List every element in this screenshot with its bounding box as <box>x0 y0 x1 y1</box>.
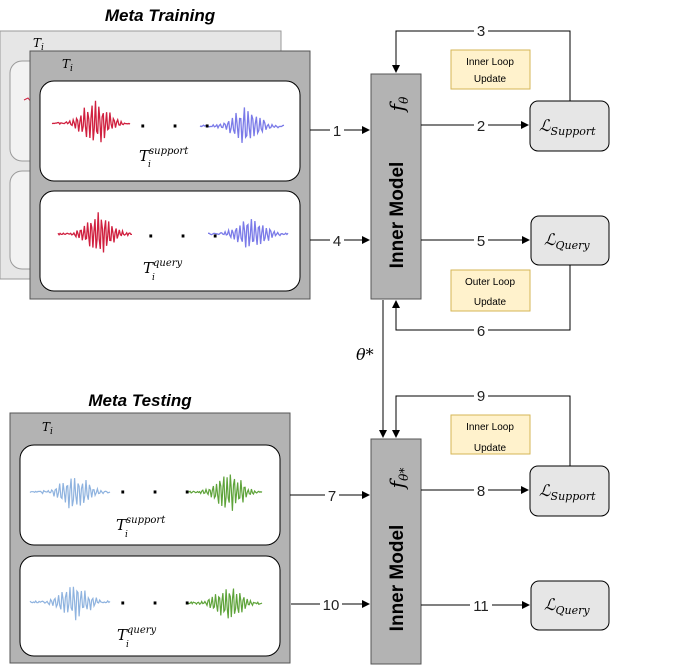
meta-testing-title: Meta Testing <box>88 391 192 410</box>
svg-text:ℒQuery: ℒQuery <box>544 595 590 617</box>
support-signal-wave <box>199 107 285 143</box>
step-10-label: 10 <box>323 597 340 614</box>
support-signal-wave <box>187 474 263 511</box>
step-3-label: 3 <box>477 23 485 40</box>
svg-text:ℒQuery: ℒQuery <box>544 230 590 252</box>
support-loss-training: ℒSupport <box>529 100 610 152</box>
step-4-label: 4 <box>333 233 341 250</box>
step-9-label: 9 <box>477 388 485 405</box>
support-set-subscript: i <box>148 160 151 170</box>
support-loss-testing: ℒSupport <box>529 465 610 517</box>
step-1-label: 1 <box>333 123 341 140</box>
testing-query-set: · · · Tquery i <box>19 555 281 657</box>
training-support-set: · · · Tsupport i <box>39 80 301 182</box>
query-set-label: Tquery <box>117 625 157 644</box>
svg-text:ℒSupport: ℒSupport <box>539 116 596 138</box>
query-loss-testing: ℒQuery <box>530 580 610 631</box>
svg-text:Inner Loop: Inner Loop <box>466 57 514 68</box>
inner-loop-note-testing: Inner Loop Update <box>450 414 531 455</box>
inner-model-testing: Inner Model fθ* <box>370 438 422 665</box>
step-11-label: 11 <box>473 598 489 615</box>
svg-text:Inner Loop: Inner Loop <box>466 422 514 433</box>
step-5-label: 5 <box>477 233 485 250</box>
training-task-panel: Ti · · · Tsupport i · · · Tquery i <box>29 50 311 300</box>
inner-model-label: Inner Model <box>387 162 408 269</box>
step-8-label: 8 <box>477 483 485 500</box>
ellipsis: · · · <box>120 593 201 615</box>
outer-loop-note: Outer Loop Update <box>450 269 531 312</box>
ellipsis: · · · <box>140 116 221 138</box>
svg-text:Outer Loop: Outer Loop <box>465 277 515 288</box>
testing-task-panel: Ti · · · Tsupport i · · · Tquery i <box>9 412 291 664</box>
query-signal-wave <box>188 588 263 619</box>
svg-text:Update: Update <box>474 443 507 454</box>
query-signal-wave <box>208 219 289 248</box>
testing-support-set: · · · Tsupport i <box>19 444 281 546</box>
step-labels: 3 1 2 4 5 6 9 7 8 10 11 <box>320 21 492 615</box>
support-signal-wave <box>29 478 111 509</box>
step-2-label: 2 <box>477 118 485 135</box>
inner-model-label: Inner Model <box>387 525 408 632</box>
ellipsis: · · · <box>148 226 229 248</box>
ellipsis: · · · <box>120 482 201 504</box>
svg-text:Update: Update <box>474 74 507 85</box>
query-set-label: Tquery <box>143 258 183 277</box>
query-set-subscript: i <box>152 273 155 283</box>
query-signal-wave <box>57 212 132 253</box>
back-task-label: Ti <box>33 36 44 53</box>
step-6-label: 6 <box>477 323 485 340</box>
inner-loop-note-training: Inner Loop Update <box>450 49 531 90</box>
theta-star-label: θ* <box>356 345 374 364</box>
svg-text:Update: Update <box>474 297 507 308</box>
support-set-subscript: i <box>125 530 128 540</box>
connectors <box>290 30 571 609</box>
support-signal-wave <box>51 100 131 143</box>
query-set-subscript: i <box>126 640 129 650</box>
inner-model-training: Inner Model fθ <box>370 73 422 300</box>
training-task-label: Ti <box>62 57 73 74</box>
svg-text:ℒSupport: ℒSupport <box>539 481 596 503</box>
support-set-label: Tsupport <box>139 146 189 165</box>
query-loss-training: ℒQuery <box>530 215 610 266</box>
support-set-label: Tsupport <box>116 515 166 534</box>
testing-task-label: Ti <box>42 420 53 437</box>
meta-training-title: Meta Training <box>105 6 216 25</box>
query-signal-wave <box>29 586 111 621</box>
step-7-label: 7 <box>328 488 336 505</box>
training-query-set: · · · Tquery i <box>39 190 301 292</box>
